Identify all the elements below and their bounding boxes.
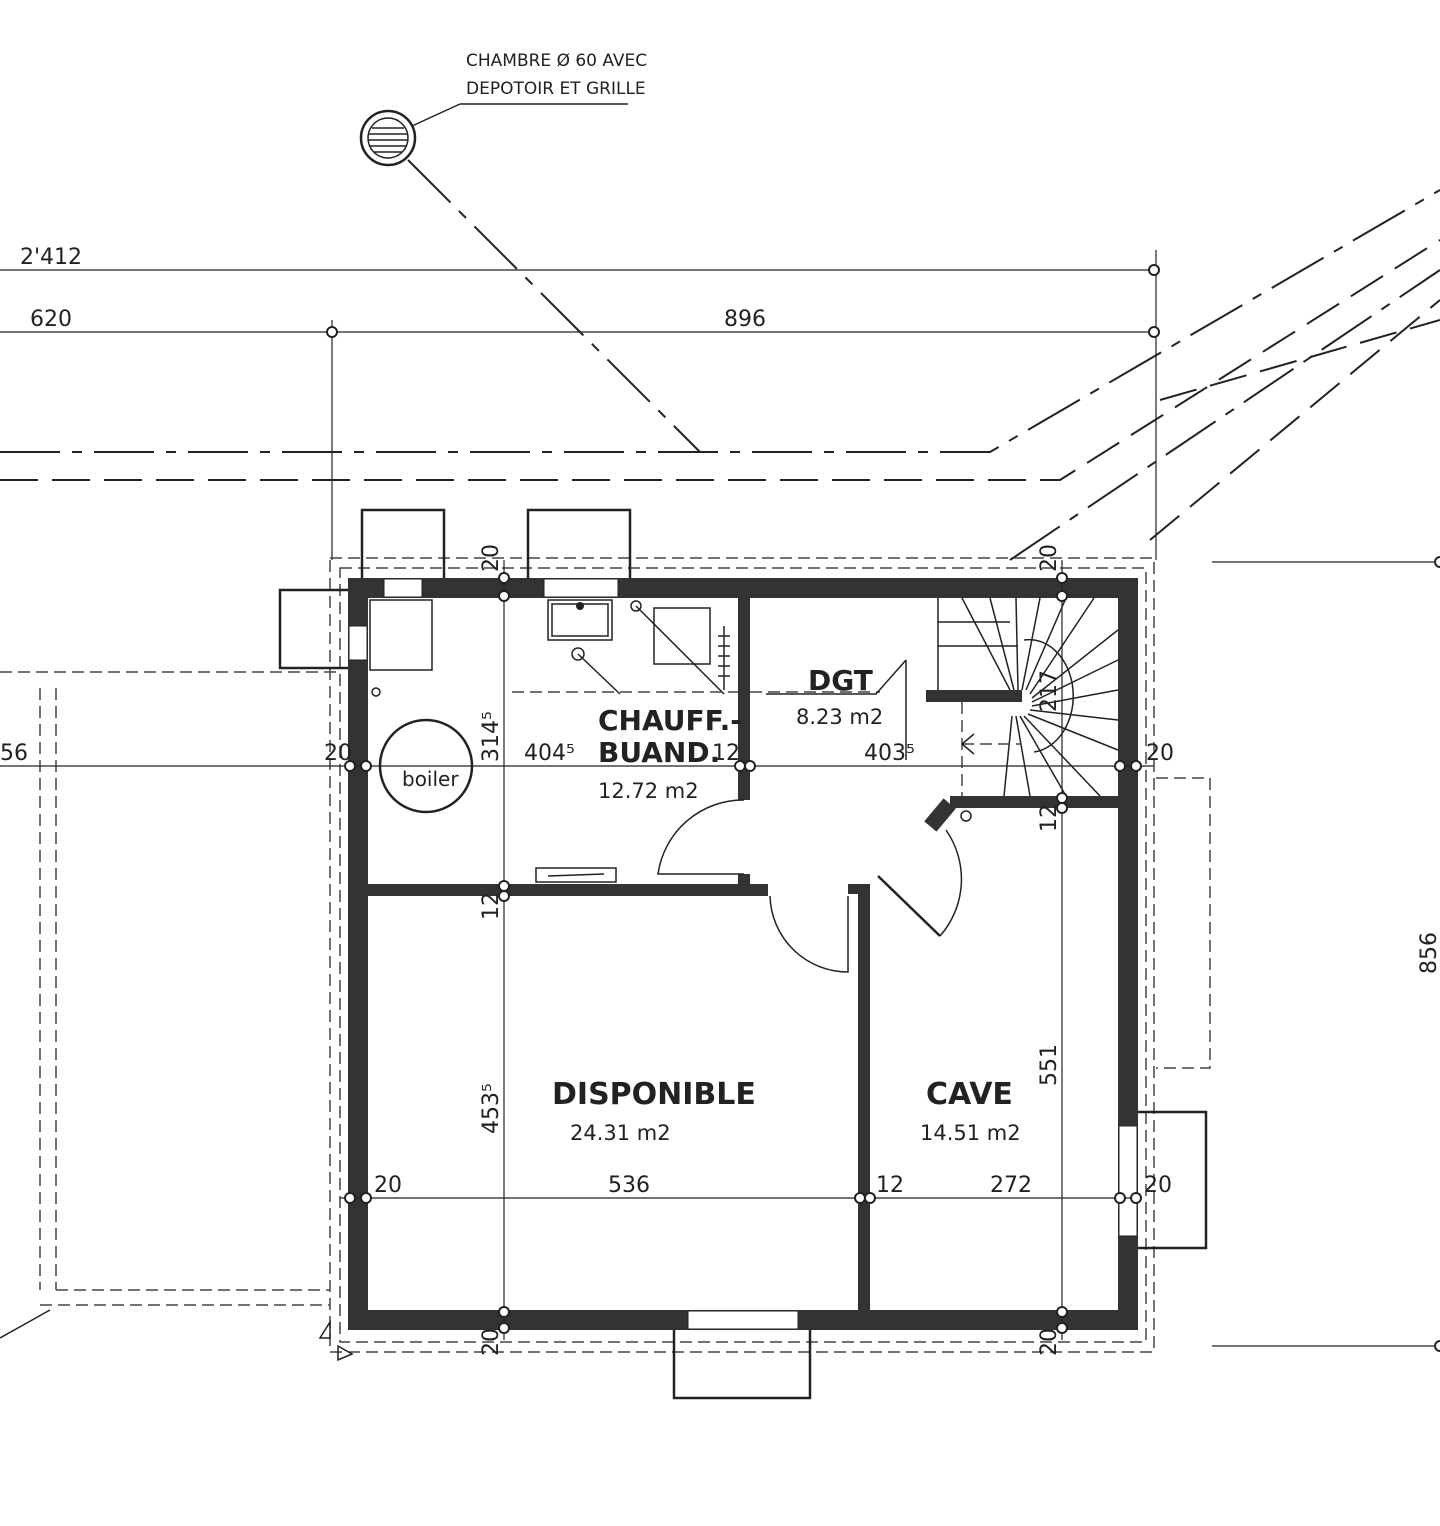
room-chauff-name2: BUAND.: [598, 736, 720, 769]
dim-dgt-width: 403⁵: [864, 741, 915, 766]
room-cave-name: CAVE: [926, 1077, 1013, 1112]
drain-lines: [0, 159, 1440, 561]
room-chauff-area: 12.72 m2: [598, 779, 699, 803]
dim-wall-top-right: 20: [1037, 544, 1062, 572]
dim-right-height: 856: [1417, 932, 1440, 974]
room-dgt-area: 8.23 m2: [796, 705, 883, 729]
dim-wall-left-low: 20: [374, 1173, 402, 1198]
dim-right-segment: 896: [724, 307, 766, 332]
interior-dimension-lines: [0, 556, 1440, 1362]
room-dispo-name: DISPONIBLE: [552, 1077, 756, 1112]
dim-dispo-height: 453⁵: [479, 1083, 504, 1134]
fixtures: [369, 599, 972, 883]
top-dimension-lines: [0, 250, 1160, 560]
room-chauff-name: CHAUFF.-: [598, 704, 742, 737]
manhole-label-line1: CHAMBRE Ø 60 AVEC: [466, 51, 647, 71]
doors: [657, 799, 963, 973]
dim-wall-bottom-left: 20: [479, 1328, 504, 1356]
light-wells: [278, 508, 1208, 1400]
dim-wall-right-low: 20: [1144, 1173, 1172, 1198]
dim-partition-h2: 12: [479, 892, 504, 920]
interior-walls: [368, 598, 1118, 1310]
dim-dispo-width: 536: [608, 1173, 650, 1198]
manhole-label-line2: DEPOTOIR ET GRILLE: [466, 79, 646, 99]
room-dispo-area: 24.31 m2: [570, 1121, 671, 1145]
dim-total-width: 2'412: [20, 245, 82, 270]
boiler-label: boiler: [402, 767, 459, 791]
staircase: [766, 597, 1119, 797]
foundation-outline: [0, 557, 1211, 1353]
manhole-symbol: [359, 103, 628, 167]
room-dgt-name: DGT: [808, 664, 873, 697]
dim-stair: 217: [1037, 670, 1062, 712]
dim-cave-width: 272: [990, 1173, 1032, 1198]
dim-partition-v-low: 12: [876, 1173, 904, 1198]
dim-left-segment: 620: [30, 307, 72, 332]
dim-wall-top-left: 20: [479, 544, 504, 572]
room-cave-area: 14.51 m2: [920, 1121, 1021, 1145]
dim-partition-h1: 12: [1037, 804, 1062, 832]
dim-chauff-height: 314⁵: [479, 711, 504, 762]
dim-wall-bottom-right: 20: [1037, 1328, 1062, 1356]
dim-wall-right-mid: 20: [1146, 741, 1174, 766]
dim-partition-mid: 12: [712, 741, 740, 766]
dim-chauff-width: 404⁵: [524, 741, 575, 766]
dim-wall-left-mid: 20: [324, 741, 352, 766]
dim-cave-height: 551: [1037, 1044, 1062, 1086]
dim-left-edge: 56: [0, 741, 28, 766]
